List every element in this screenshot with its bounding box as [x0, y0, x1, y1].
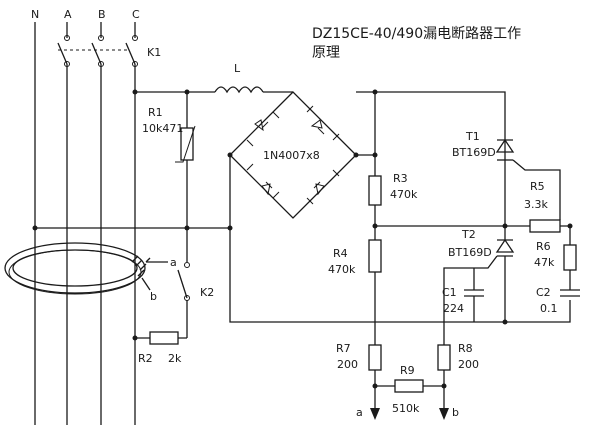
input-wiring — [32, 89, 233, 248]
r9-name: R9 — [400, 364, 415, 377]
switch-k2: K2 — [177, 248, 214, 338]
output-arrow-b — [439, 408, 449, 420]
line-label-a: A — [64, 8, 72, 21]
r4-name: R4 — [333, 247, 348, 260]
r2-name: R2 — [138, 352, 153, 365]
varistor-r1: R1 10k471 — [142, 106, 196, 163]
inductor-l: L — [214, 62, 293, 94]
line-label-n: N — [31, 8, 39, 21]
r3-name: R3 — [393, 172, 408, 185]
current-transformer: a b — [4, 242, 177, 303]
output-label-a: a — [356, 406, 363, 419]
title-line-2: 原理 — [312, 45, 340, 61]
resistor-r2: R2 2k — [132, 331, 187, 365]
r1-name: R1 — [148, 106, 163, 119]
r5-value: 3.3k — [524, 198, 548, 211]
r8-value: 200 — [458, 358, 479, 371]
resistor-r9: R9 510k — [375, 364, 444, 415]
resistor-r3: R3 470k — [368, 172, 418, 206]
coil-term-b: b — [150, 290, 157, 303]
output-terminals: a b — [356, 406, 459, 420]
r1-value: 10k471 — [142, 122, 183, 135]
capacitor-c2: C2 0.1 — [536, 286, 580, 315]
resistor-r7: R7 200 — [336, 322, 382, 410]
r6-value: 47k — [534, 256, 555, 269]
t2-name: T2 — [461, 228, 476, 241]
resistor-r6: R6 47k — [534, 240, 577, 271]
resistor-r4: R4 470k — [328, 239, 382, 276]
t1-value: BT169D — [452, 146, 496, 159]
supply-lines: N A B C — [31, 8, 140, 425]
c2-value: 0.1 — [540, 302, 558, 315]
r4-value: 470k — [328, 263, 356, 276]
coil-term-a: a — [170, 256, 177, 269]
output-arrow-a — [370, 408, 380, 420]
r3-value: 470k — [390, 188, 418, 201]
middle-node — [372, 223, 573, 325]
capacitor-c1: C1 224 — [442, 268, 484, 322]
resistor-r5: R5 3.3k — [524, 180, 561, 233]
c2-name: C2 — [536, 286, 551, 299]
k2-label: K2 — [200, 286, 214, 299]
bridge-rectifier: 1N4007x8 — [227, 91, 375, 323]
r7-value: 200 — [337, 358, 358, 371]
line-label-c: C — [132, 8, 140, 21]
r9-value: 510k — [392, 402, 420, 415]
r6-name: R6 — [536, 240, 551, 253]
c1-value: 224 — [443, 302, 464, 315]
r2-value: 2k — [168, 352, 182, 365]
output-label-b: b — [452, 406, 459, 419]
title-line-1: DZ15CE-40/490漏电断路器工作 — [312, 26, 521, 42]
r5-name: R5 — [530, 180, 545, 193]
t2-value: BT169D — [448, 246, 492, 259]
inductor-label: L — [234, 62, 241, 75]
r7-name: R7 — [336, 342, 351, 355]
rectifier-label: 1N4007x8 — [263, 149, 320, 162]
thyristor-t2: T2 BT169D — [443, 226, 515, 345]
t1-name: T1 — [465, 130, 480, 143]
switch-k1: K1 — [57, 35, 161, 67]
resistor-r8: R8 200 — [437, 342, 479, 410]
c1-name: C1 — [442, 286, 457, 299]
line-label-b: B — [98, 8, 106, 21]
k1-label: K1 — [147, 46, 161, 59]
positive-rail — [356, 89, 506, 322]
thyristor-t1: T1 BT169D — [452, 130, 561, 226]
r8-name: R8 — [458, 342, 473, 355]
